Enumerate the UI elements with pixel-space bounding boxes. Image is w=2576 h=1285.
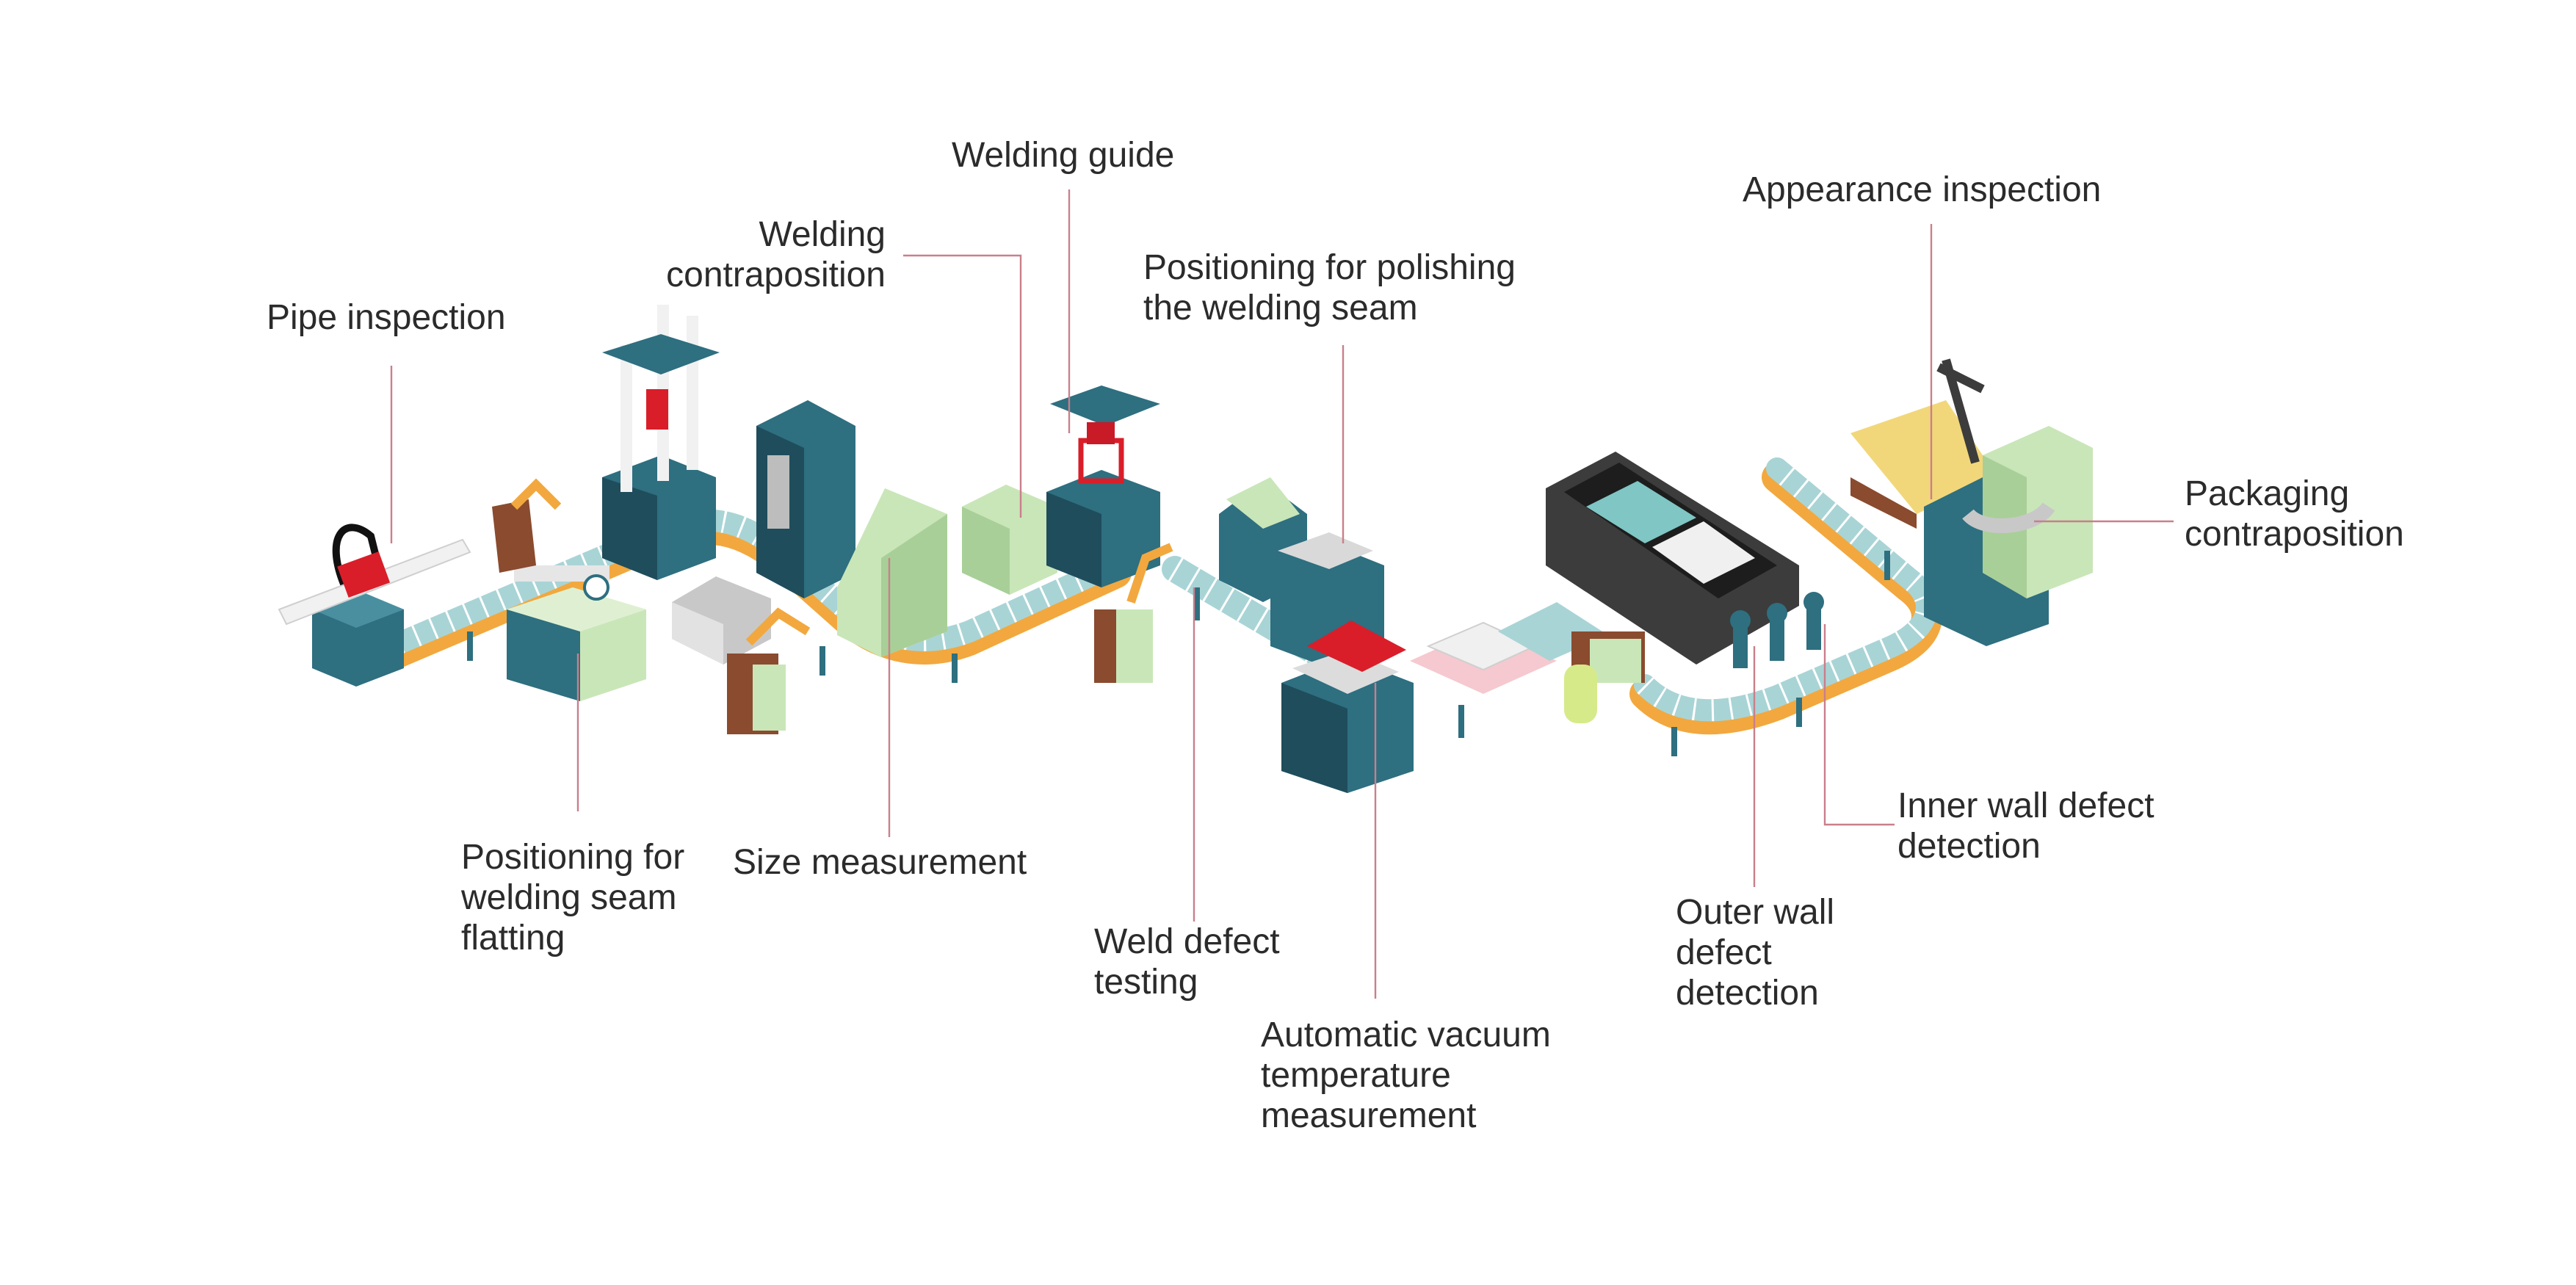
leader-inner-wall-detection <box>1823 624 1895 826</box>
label-packaging-contraposition: Packaging contraposition <box>2185 474 2404 554</box>
leader-welding-contraposition <box>903 254 1022 518</box>
pipe-tray <box>1410 602 1645 723</box>
label-weld-defect-testing: Weld defect testing <box>1094 922 1280 1002</box>
packaging-box <box>1850 358 1997 529</box>
size-measurement-machine <box>727 400 947 734</box>
conveyor-legs <box>467 551 1890 756</box>
label-size-measurement: Size measurement <box>733 843 1027 882</box>
label-welding-contraposition: Welding contraposition <box>666 215 886 294</box>
label-polishing-positioning: Positioning for polishing the welding se… <box>1143 248 1516 327</box>
label-welding-guide: Welding guide <box>952 136 1175 175</box>
packaging-station <box>1924 426 2093 646</box>
pipe-inspection-machine <box>278 524 471 687</box>
welding-guide-machine <box>962 386 1173 683</box>
leader-lines <box>390 189 2174 999</box>
label-vacuum-temperature: Automatic vacuum temperature measurement <box>1261 1016 1551 1135</box>
label-pipe-inspection: Pipe inspection <box>267 298 506 337</box>
empty-bin <box>672 576 771 665</box>
label-appearance-inspection: Appearance inspection <box>1743 170 2102 209</box>
label-welding-seam-flatting: Positioning for welding seam flatting <box>461 838 685 958</box>
wall-detection-robots <box>1730 592 1824 668</box>
label-inner-wall-detection: Inner wall defect detection <box>1897 786 2154 866</box>
welding-contraposition-press <box>602 305 720 580</box>
label-outer-wall-detection: Outer wall defect detection <box>1676 893 1835 1013</box>
vacuum-temperature-chamber <box>1281 620 1414 793</box>
welding-seam-flatting-machine <box>492 478 646 701</box>
